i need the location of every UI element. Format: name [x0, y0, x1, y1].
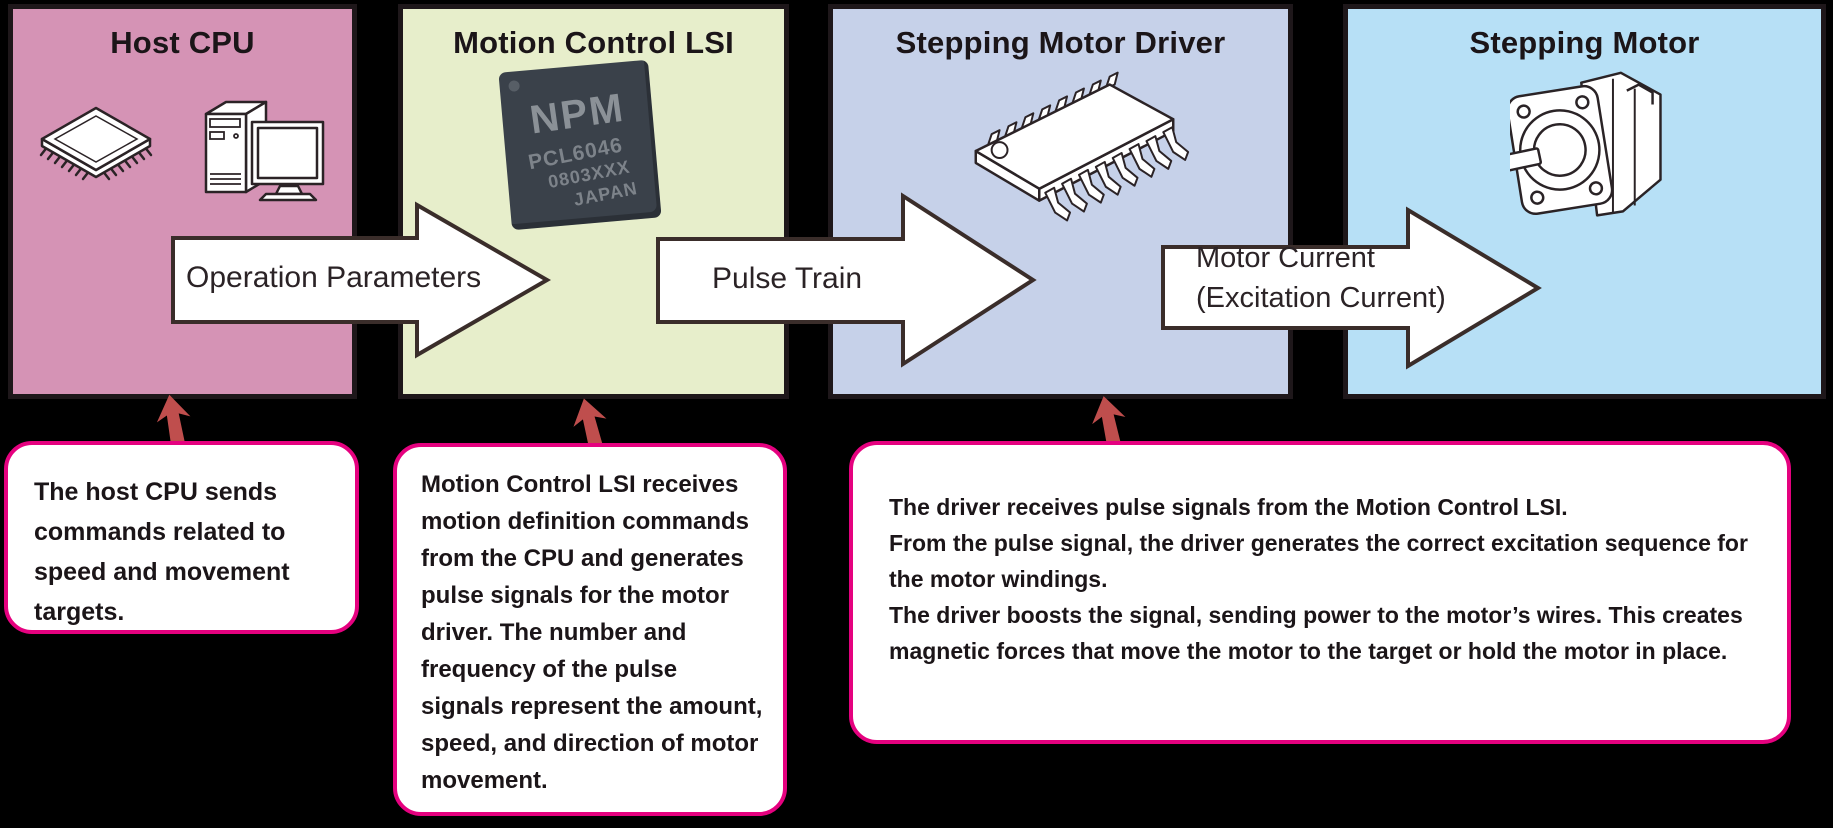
arrow-label-motor-current-line2: (Excitation Current): [1196, 282, 1446, 314]
panel-motion-lsi-title: Motion Control LSI: [453, 25, 734, 60]
panel-host-cpu: Host CPU: [8, 4, 357, 399]
desktop-pc-icon: [204, 100, 325, 202]
callout-driver-line1: The driver receives pulse signals from t…: [889, 494, 1568, 520]
panel-motion-control-lsi: Motion Control LSI NPM PCL6046 0803XXX J…: [398, 4, 789, 399]
panel-motor-title: Stepping Motor: [1469, 25, 1700, 60]
callout-host-cpu: The host CPU sends commands related to s…: [4, 441, 359, 634]
callout-driver-line2: From the pulse signal, the driver genera…: [889, 530, 1748, 592]
stepping-motor-icon: [1510, 71, 1662, 217]
panel-driver-title: Stepping Motor Driver: [895, 25, 1226, 60]
callout-driver: The driver receives pulse signals from t…: [849, 441, 1791, 744]
lsi-chip-photo-icon: NPM PCL6046 0803XXX JAPAN: [498, 59, 662, 231]
arrow-label-pulse-train: Pulse Train: [712, 262, 863, 295]
panel-host-cpu-title: Host CPU: [110, 25, 255, 60]
pin1-marker-dot: [508, 80, 521, 92]
callout-driver-line3: The driver boosts the signal, sending po…: [889, 602, 1743, 664]
callout-motion-lsi: Motion Control LSI receives motion defin…: [393, 443, 787, 816]
callout-pointer-arrow-1: [156, 394, 191, 446]
callout-motion-lsi-text: Motion Control LSI receives motion defin…: [421, 471, 763, 794]
panel-stepping-motor-driver: Stepping Motor Driver: [828, 4, 1293, 399]
arrow-label-motor-current-line1: Motor Current: [1196, 242, 1375, 274]
cpu-chip-icon: [39, 106, 153, 181]
panel-stepping-motor: Stepping Motor: [1343, 4, 1826, 399]
arrow-label-motor-current: Motor Current (Excitation Current): [1196, 238, 1446, 318]
npm-logo: NPM: [527, 85, 628, 143]
soic-chip-icon: [974, 71, 1190, 222]
callout-host-cpu-text: The host CPU sends commands related to s…: [34, 478, 290, 626]
arrow-label-operation-parameters: Operation Parameters: [186, 261, 482, 294]
